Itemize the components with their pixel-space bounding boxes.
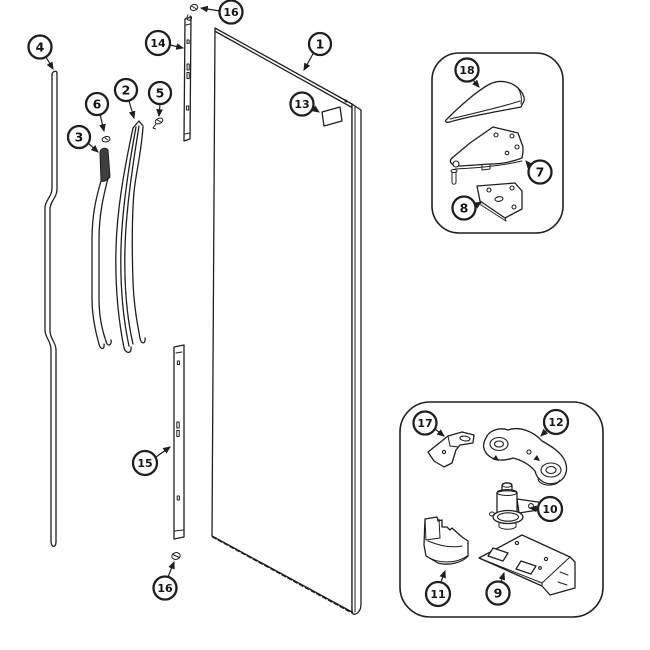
callout-6-number: 6 [93, 97, 102, 112]
callout-16-top: 16 [218, 0, 244, 25]
callout-3: 3 [66, 124, 92, 150]
callout-6: 6 [84, 91, 110, 117]
callout-7-number: 7 [536, 165, 545, 180]
callout-3-number: 3 [75, 130, 84, 145]
callout-9-number: 9 [494, 586, 503, 601]
callout-2-number: 2 [122, 83, 131, 98]
part-serial-label [321, 106, 343, 127]
part-trim-clip [101, 136, 111, 143]
callout-15-number: 15 [137, 457, 152, 470]
part-inner-door-trim [115, 120, 146, 354]
detail-box-lower-hinge [399, 401, 604, 618]
callout-12-number: 12 [548, 416, 563, 429]
part-lower-hinge-cover [423, 516, 469, 565]
part-hinge-arm [482, 427, 568, 486]
callout-7: 7 [527, 159, 553, 185]
callout-17: 17 [412, 410, 438, 436]
part-outer-door-trim [44, 70, 58, 548]
callout-15: 15 [131, 449, 159, 477]
callout-16-top-number: 16 [223, 6, 239, 19]
callout-2: 2 [113, 77, 139, 103]
callout-4: 4 [27, 34, 53, 60]
callout-17-number: 17 [417, 417, 432, 430]
callout-4-number: 4 [36, 40, 45, 55]
part-upper-hinge-cover [444, 80, 525, 123]
callout-11: 11 [424, 580, 452, 608]
callout-14: 14 [144, 29, 172, 57]
callout-18-number: 18 [459, 64, 474, 77]
part-lower-side-rail [173, 344, 185, 540]
detail-box-upper-hinge [431, 52, 564, 234]
leader-lines [45, 5, 549, 583]
part-rail-screw-top [189, 3, 199, 12]
part-upper-hinge-bracket [449, 126, 524, 185]
part-rail-screw-bottom [171, 552, 181, 560]
part-pivot-pin-assembly [489, 482, 543, 530]
callout-8: 8 [451, 195, 477, 221]
callouts: 1 2 3 4 5 6 7 8 9 10 11 [27, 0, 570, 608]
callout-10: 10 [536, 495, 564, 523]
callout-16-bottom: 16 [152, 575, 178, 601]
part-center-door-trim [91, 147, 112, 350]
part-upper-side-rail [183, 14, 192, 142]
callout-1-number: 1 [316, 37, 325, 52]
part-stop-bracket [427, 431, 475, 468]
callout-11-number: 11 [430, 588, 445, 601]
callout-16-bottom-number: 16 [157, 582, 173, 595]
callout-9: 9 [485, 580, 511, 606]
part-lower-hinge-plate [478, 534, 576, 596]
callout-13: 13 [289, 91, 315, 117]
callout-5: 5 [147, 80, 173, 106]
callout-5-number: 5 [156, 86, 165, 101]
callout-18: 18 [454, 57, 480, 83]
callout-13-number: 13 [294, 98, 309, 111]
part-door-panel [211, 27, 362, 615]
callout-1: 1 [307, 31, 333, 57]
part-trim-screw [152, 117, 164, 130]
callout-8-number: 8 [460, 201, 469, 216]
callout-12: 12 [542, 408, 570, 436]
callout-14-number: 14 [150, 37, 166, 50]
callout-10-number: 10 [542, 503, 558, 516]
